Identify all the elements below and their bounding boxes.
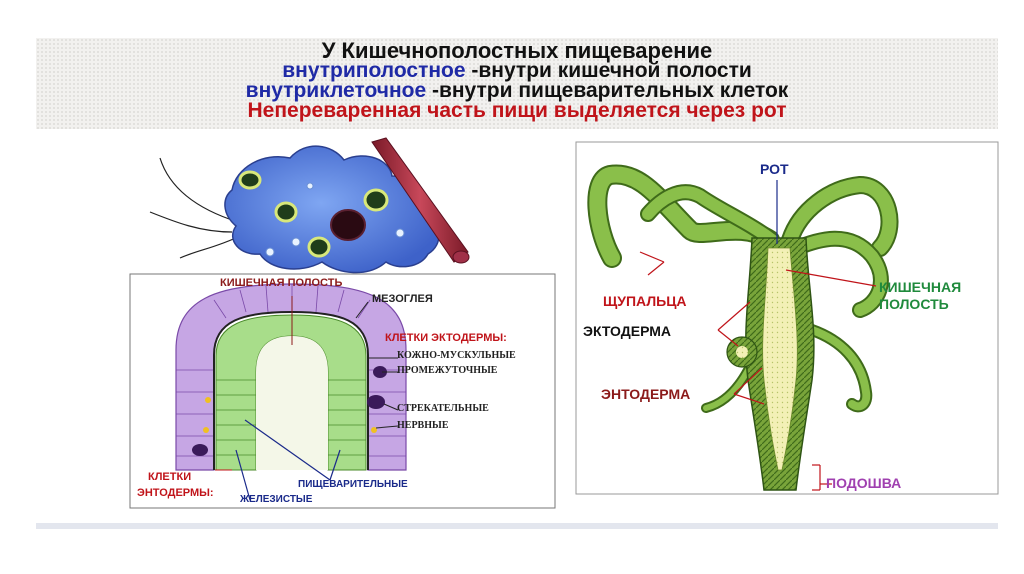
label-sole: ПОДОШВА: [826, 476, 901, 490]
label-endoderm-cells-line2: ЭНТОДЕРМЫ:: [137, 488, 214, 499]
label-intermediate-cells: ПРОМЕЖУТОЧНЫЕ: [397, 366, 497, 376]
label-ectoderm: ЭКТОДЕРМА: [583, 324, 671, 338]
label-endoderm: ЭНТОДЕРМА: [601, 387, 690, 401]
bubble: [266, 248, 274, 256]
slide-bottom-strip: [36, 523, 998, 529]
amoeba-illustration: [150, 138, 469, 273]
vacuole: [365, 190, 387, 210]
vacuole: [309, 238, 329, 256]
stinging-cell: [367, 395, 385, 409]
vacuole: [240, 172, 260, 188]
label-mouth: РОТ: [760, 162, 789, 176]
amoeba-body: [225, 146, 439, 272]
label-ectoderm-cells: КЛЕТКИ ЭКТОДЕРМЫ:: [385, 333, 507, 344]
nerve-cell: [192, 444, 208, 456]
vacuole: [276, 203, 296, 221]
gut-cavity: [256, 336, 328, 470]
label-nerve-cells: НЕРВНЫЕ: [397, 421, 449, 431]
bubble: [292, 238, 300, 246]
label-endoderm-cells-line1: КЛЕТКИ: [148, 472, 191, 483]
label-hydra-cavity-line2: ПОЛОСТЬ: [879, 297, 949, 311]
label-glandular-cells: ЖЕЛЕЗИСТЫЕ: [240, 495, 312, 505]
bubble: [307, 183, 313, 189]
cross-section-diagram: [130, 274, 555, 508]
hydra-diagram: [576, 142, 998, 494]
bubble: [396, 229, 404, 237]
amoeba-nucleus: [331, 210, 365, 240]
label-digestive-cells: ПИЩЕВАРИТЕЛЬНЫЕ: [298, 480, 408, 490]
label-gut-cavity: КИШЕЧНАЯ ПОЛОСТЬ: [220, 278, 342, 289]
label-hydra-cavity-line1: КИШЕЧНАЯ: [879, 280, 961, 294]
label-stinging-cells: СТРЕКАТЕЛЬНЫЕ: [397, 404, 489, 414]
label-mesoglea: МЕЗОГЛЕЯ: [372, 294, 433, 305]
label-skin-muscle-cells: КОЖНО-МУСКУЛЬНЫЕ: [397, 351, 516, 361]
label-tentacles: ЩУПАЛЬЦА: [603, 294, 687, 308]
